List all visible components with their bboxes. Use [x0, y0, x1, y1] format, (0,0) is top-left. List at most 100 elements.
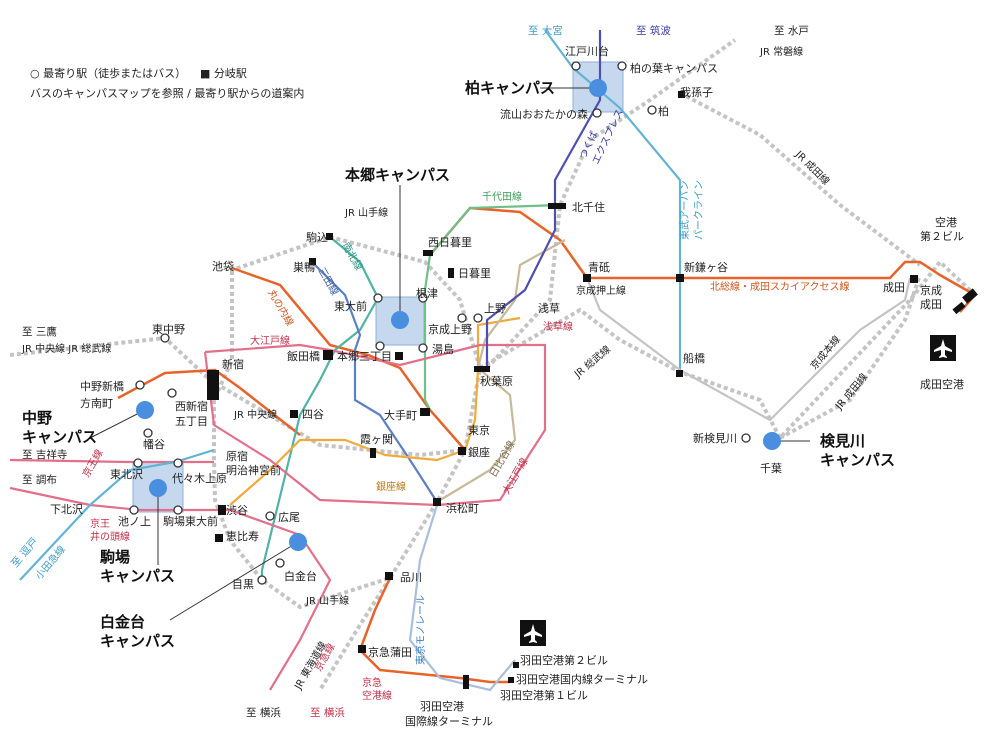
label-kashiwanoha: 柏の葉キャンパス [630, 61, 718, 75]
line-keikyu-1: 京急 [362, 676, 382, 689]
shirokane-campus-label-2: キャンパス [100, 632, 175, 650]
line-tobu-1: 東武アーバン [678, 180, 691, 240]
junction-haneda-t2 [513, 662, 519, 668]
station-hatagaya [143, 428, 153, 438]
label-narita-t2-2: 第２ビル [920, 229, 964, 243]
destination-labels: 至 大宮 至 筑波 至 水戸 至 三鷹 至 吉祥寺 至 調布 至 逗戸 至 横浜… [9, 24, 809, 719]
label-nishishinjuku-2: 五丁目 [175, 415, 208, 428]
label-keiseinarita-2: 成田 [920, 298, 942, 311]
nakano-campus-dot [136, 401, 154, 419]
station-meguro [257, 575, 267, 585]
kashiwa-campus-dot [589, 79, 607, 97]
label-yoyogiuehara: 代々木上原 [172, 472, 227, 485]
station-nezu [418, 293, 428, 303]
line-monorail: 東京モノレール [414, 595, 427, 665]
station-higashikitazawa [133, 458, 143, 468]
label-meguro: 目黒 [232, 578, 254, 591]
hongo-campus-label: 本郷キャンパス [345, 166, 450, 184]
junction-funabashi [676, 370, 683, 377]
station-nakanoshinbashi [135, 380, 145, 390]
line-labels: JR 常磐線 JR 山手線 JR 山手線 JR 成田線 JR 成田線 JR 中央… [21, 45, 870, 702]
station-kashiwanoha [617, 61, 627, 71]
label-nishinippori: 西日暮里 [428, 235, 472, 249]
metro-lines [203, 203, 566, 580]
station-yoyogiuehara [173, 458, 183, 468]
private-lines [9, 29, 912, 692]
komaba-campus-label-1: 駒場 [100, 548, 130, 566]
line-oedo: 大江戸線 [250, 334, 290, 347]
junction-abiko [678, 91, 685, 98]
label-yotsuya: 四谷 [302, 408, 324, 421]
tobu-line [544, 29, 682, 372]
junction-aoto [583, 274, 591, 282]
line-asakusa: 浅草線 [543, 320, 573, 333]
station-hiroo [265, 511, 275, 521]
junction-nippori [448, 268, 454, 278]
line-jr-yamanote-top: JR 山手線 [344, 206, 388, 219]
label-tokyo: 東京 [468, 423, 490, 437]
campus-dots [89, 79, 810, 621]
legend-junction: ■ 分岐駅 [200, 67, 247, 80]
junction-akihabara [474, 366, 490, 372]
label-keikyukamata: 京急蒲田 [368, 645, 412, 659]
label-iidabashi: 飯田橋 [287, 349, 320, 363]
junction-yotsuya [290, 410, 298, 418]
station-yushima [418, 343, 428, 353]
junction-iidabashi [323, 350, 333, 360]
label-shibuya: 渋谷 [226, 504, 248, 517]
kemigawa-campus-label-2: キャンパス [820, 451, 895, 469]
line-mita: 三田線 [315, 265, 341, 297]
dest-kichijoji: 至 吉祥寺 [22, 448, 67, 461]
label-shinjuku: 新宿 [222, 357, 244, 371]
station-nishishinjuku [167, 388, 177, 398]
line-inokashira-2: 井の頭線 [90, 530, 130, 543]
dest-zushi: 至 逗戸 [9, 536, 41, 570]
legend-note: バスのキャンパスマップを参照 / 最寄り駅からの道案内 [30, 86, 304, 100]
label-shirokanedai: 白金台 [284, 569, 317, 583]
jr-chuo-line [9, 335, 466, 458]
junction-otemachi [420, 408, 430, 416]
junction-markers [207, 91, 978, 689]
label-nakanoshinbashi: 中野新橋 [80, 379, 124, 393]
hongo-campus-dot [391, 311, 409, 329]
junction-ginza [458, 447, 466, 455]
label-kashiwa: 柏 [658, 104, 669, 118]
label-asakusa: 浅草 [538, 302, 560, 315]
junction-shibuya [218, 505, 226, 515]
label-higashikitazawa: 東北沢 [110, 467, 143, 481]
label-otemachi: 大手町 [384, 408, 417, 422]
junction-haneda-dom [508, 677, 514, 683]
line-keisei-oshiage: 京成押上線 [576, 284, 626, 297]
label-shinkamagaya: 新鎌ヶ谷 [684, 260, 728, 274]
label-ikebukuro: 池袋 [212, 259, 234, 273]
junction-sugamo [309, 258, 316, 265]
jr-lines [9, 38, 977, 692]
label-todaimae: 東大前 [334, 299, 367, 313]
junction-hamamatsucho [433, 498, 441, 506]
station-shirokanedai [275, 558, 285, 568]
jr-narita-line-2 [779, 274, 922, 440]
line-jr-narita2: JR 成田線 [832, 371, 870, 413]
mita-line [311, 261, 438, 503]
line-chiyoda: 千代田線 [482, 190, 522, 203]
dest-mitaka: 至 三鷹 [22, 325, 57, 338]
label-haneda-intl-1: 羽田空港 [420, 699, 464, 713]
label-narita-airport: 成田空港 [920, 377, 964, 391]
shirokane-campus-label-1: 白金台 [100, 613, 145, 631]
keio-line [9, 458, 214, 464]
line-keikyu-2: 空港線 [362, 689, 392, 702]
campus-labels: 柏キャンパス 本郷キャンパス 中野 キャンパス 駒場 キャンパス 白金台 キャン… [22, 79, 895, 650]
label-harajuku: 原宿 [226, 449, 248, 463]
label-haneda-dom: 羽田空港国内線ターミナル [516, 672, 648, 686]
label-hamamatsucho: 浜松町 [446, 501, 479, 515]
station-ikenoue [129, 505, 139, 515]
label-yushima: 湯島 [432, 342, 454, 356]
station-hongosanchome [375, 341, 385, 351]
jr-tokaido-line [318, 576, 392, 692]
label-higashinakano: 東中野 [152, 323, 185, 336]
dest-chofu: 至 調布 [22, 473, 57, 486]
dest-mito: 至 水戸 [774, 25, 809, 37]
junction-ebisu [215, 534, 223, 542]
junction-keiseinarita [910, 275, 918, 283]
junction-shinjuku [207, 370, 219, 400]
